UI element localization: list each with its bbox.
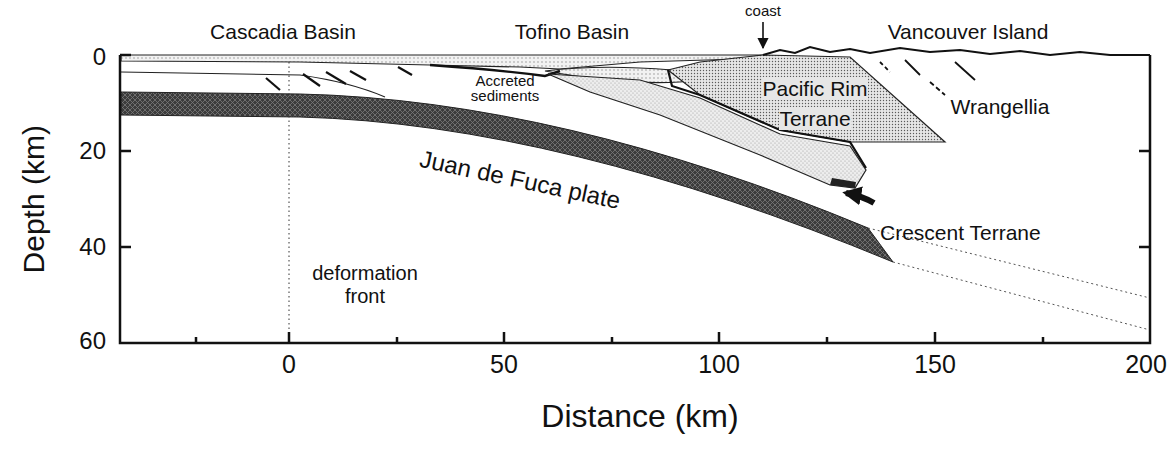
crescent-arrow <box>846 193 874 203</box>
label-holder: 40 <box>79 233 106 261</box>
tick-label: 0 <box>93 43 106 70</box>
label-holder: 0 <box>282 350 296 379</box>
label-holder: Accreted sediments <box>463 73 548 103</box>
label-holder: Cascadia Basin <box>210 20 356 44</box>
terrane-name: Wrangellia <box>951 95 1050 118</box>
axes <box>120 55 1150 343</box>
plate-name: Juan de Fuca plate <box>417 145 622 214</box>
land-surface <box>763 47 1150 55</box>
basin-name: Cascadia Basin <box>210 20 356 43</box>
landmass-name: Vancouver Island <box>888 20 1049 43</box>
tick-label: 40 <box>79 233 106 260</box>
label-holder: Depth (km) <box>17 125 52 273</box>
label-holder: Tofino Basin <box>515 20 629 44</box>
tick-label: 60 <box>79 327 106 354</box>
coast-label: coast <box>745 2 781 19</box>
tick-label: 150 <box>914 350 956 378</box>
unit-label: Accreted sediments <box>471 72 539 104</box>
island-faults <box>880 60 975 95</box>
tick-label: 20 <box>79 137 106 164</box>
label-holder: Pacific Rim Terrane <box>730 74 900 135</box>
label-holder: Vancouver Island <box>888 20 1049 44</box>
label-holder: 100 <box>698 350 740 379</box>
tick-label: 100 <box>698 350 740 378</box>
label-holder: coast <box>745 2 781 19</box>
tick-label: 50 <box>490 350 518 378</box>
terrane-name: Crescent Terrane <box>880 221 1041 244</box>
thrust-faults <box>266 67 412 90</box>
feature-label: deformation front <box>312 262 418 307</box>
label-holder: Wrangellia <box>951 95 1050 119</box>
label-holder: 0 <box>93 43 106 71</box>
label-holder: 200 <box>1125 350 1167 379</box>
tick-label: 0 <box>282 350 296 378</box>
label-holder: 20 <box>79 137 106 165</box>
subducting-plate <box>121 92 893 262</box>
deformation-front-line <box>289 62 290 343</box>
axis-title: Depth (km) <box>17 125 50 273</box>
basin-name: Tofino Basin <box>515 20 629 43</box>
label-holder: Crescent Terrane <box>880 221 1041 245</box>
tick-label: 200 <box>1125 350 1167 378</box>
axis-title: Distance (km) <box>541 398 738 434</box>
label-holder: 50 <box>490 350 518 379</box>
crescent-tip <box>830 178 856 188</box>
coast-arrow <box>762 22 764 48</box>
label-holder: Juan de Fuca plate <box>417 145 622 214</box>
label-holder: 150 <box>914 350 956 379</box>
terrane-name: Pacific Rim Terrane <box>762 77 867 130</box>
label-holder: Distance (km) <box>541 398 738 435</box>
label-holder: 60 <box>79 327 106 355</box>
label-holder: deformation front <box>300 262 430 308</box>
